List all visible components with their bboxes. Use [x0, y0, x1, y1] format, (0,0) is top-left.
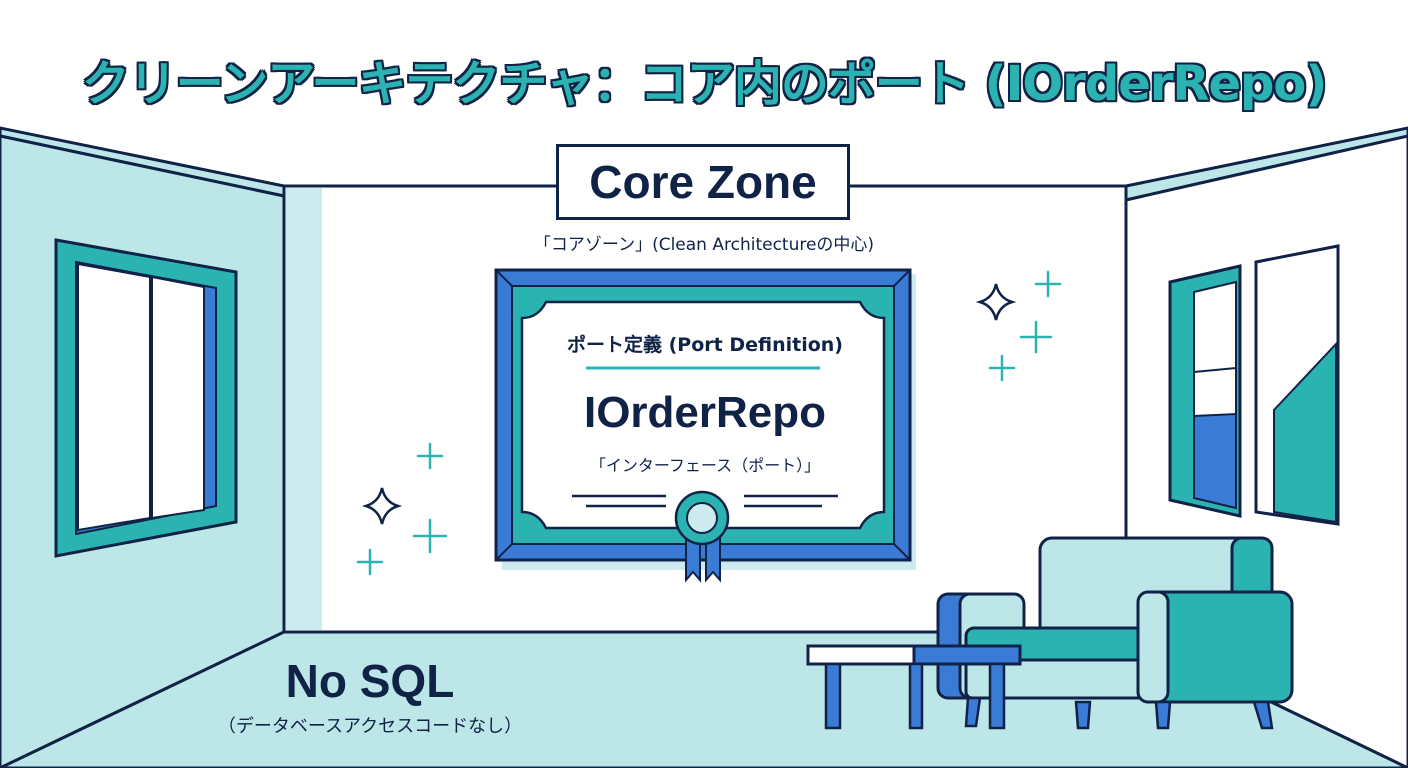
sparkle-icons — [356, 270, 1062, 576]
no-sql-subtitle: （データベースアクセスコードなし） — [217, 716, 523, 737]
port-definition-label: ポート定義 (Port Definition) — [567, 334, 843, 356]
sofa — [936, 536, 1294, 730]
no-sql-label: No SQL — [285, 655, 455, 707]
right-window — [1168, 244, 1340, 526]
port-name: IOrderRepo — [583, 388, 827, 437]
port-frame — [494, 268, 916, 583]
page-title: クリーンアーキテクチャ：コア内のポート (IOrderRepo) — [81, 56, 1328, 112]
left-window — [54, 238, 238, 558]
port-kind: 「インターフェース（ポート）」 — [589, 456, 821, 475]
back-wall-shadow — [286, 188, 322, 630]
core-zone-label: Core Zone — [556, 144, 850, 220]
core-zone-subtitle: 「コアゾーン」(Clean Architectureの中心) — [533, 235, 875, 255]
coffee-table — [806, 644, 1022, 730]
